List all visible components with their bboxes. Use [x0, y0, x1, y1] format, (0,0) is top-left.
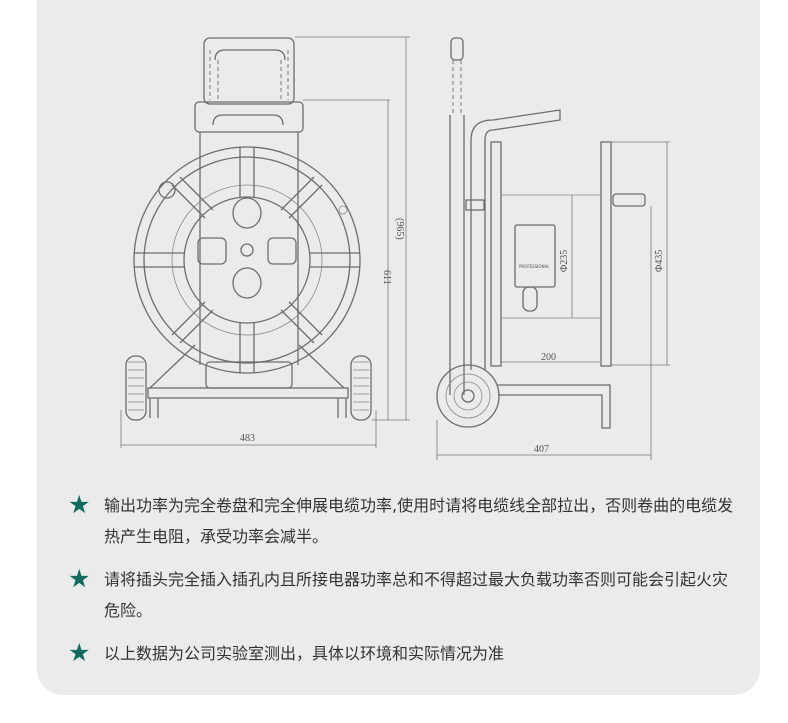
drum-diameter-dimension: Φ235 [559, 250, 570, 272]
side-depth-dimension: 407 [534, 444, 549, 455]
note-item: ★ 请将插头完全插入插孔内且所接电器功率总和不得超过最大负载功率否则可能会引起火… [68, 564, 738, 626]
content-panel [37, 0, 760, 695]
front-view: 483 611 (965) [120, 36, 410, 448]
front-height-dimension: 611 [381, 270, 392, 285]
star-icon: ★ [68, 564, 91, 593]
note-text: 以上数据为公司实验室测出，具体以环境和实际情况为准 [104, 644, 505, 663]
note-item: ★ 以上数据为公司实验室测出，具体以环境和实际情况为准 [68, 638, 738, 669]
star-icon: ★ [68, 490, 91, 519]
flange-diameter-dimension: Φ435 [654, 250, 665, 272]
side-view: PROFESSIONAL 200 Φ235 Φ435 407 [436, 37, 670, 460]
total-height-dimension: (965) [394, 218, 405, 240]
note-item: ★ 输出功率为完全卷盘和完全伸展电缆功率,使用时请将电缆线全部拉出，否则卷曲的电… [68, 490, 738, 552]
drum-width-dimension: 200 [541, 352, 556, 363]
star-icon: ★ [68, 638, 91, 667]
usage-notes: ★ 输出功率为完全卷盘和完全伸展电缆功率,使用时请将电缆线全部拉出，否则卷曲的电… [68, 490, 738, 681]
cable-reel-technical-drawing: 483 611 (965) PROFESSIONAL 200 Φ235 Φ435… [120, 36, 670, 460]
label-plate-text: PROFESSIONAL [519, 264, 550, 269]
front-width-dimension: 483 [240, 433, 255, 444]
note-text: 输出功率为完全卷盘和完全伸展电缆功率,使用时请将电缆线全部拉出，否则卷曲的电缆发… [104, 496, 734, 546]
note-text: 请将插头完全插入插孔内且所接电器功率总和不得超过最大负载功率否则可能会引起火灾危… [104, 570, 729, 620]
